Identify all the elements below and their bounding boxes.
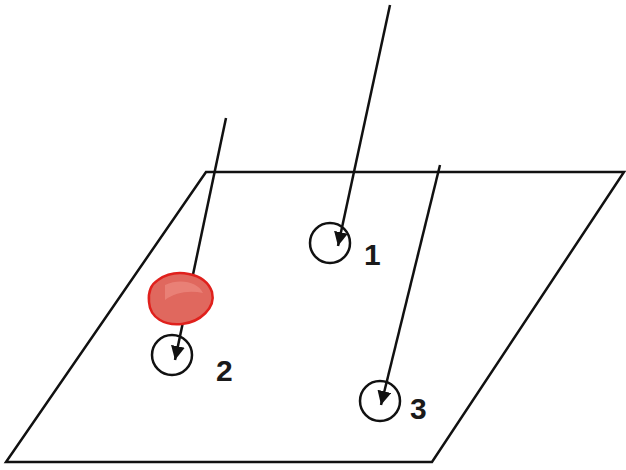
ray (338, 5, 390, 246)
plane (6, 172, 624, 462)
obstacle (149, 273, 213, 324)
target-circle (310, 223, 350, 263)
target-circle (360, 381, 400, 421)
callout-number: 1 (364, 240, 381, 270)
ray (381, 165, 440, 405)
target-circle (152, 335, 192, 375)
callout-number: 3 (410, 394, 427, 424)
callout-number: 2 (216, 356, 233, 386)
obstacle-highlight (165, 282, 203, 300)
